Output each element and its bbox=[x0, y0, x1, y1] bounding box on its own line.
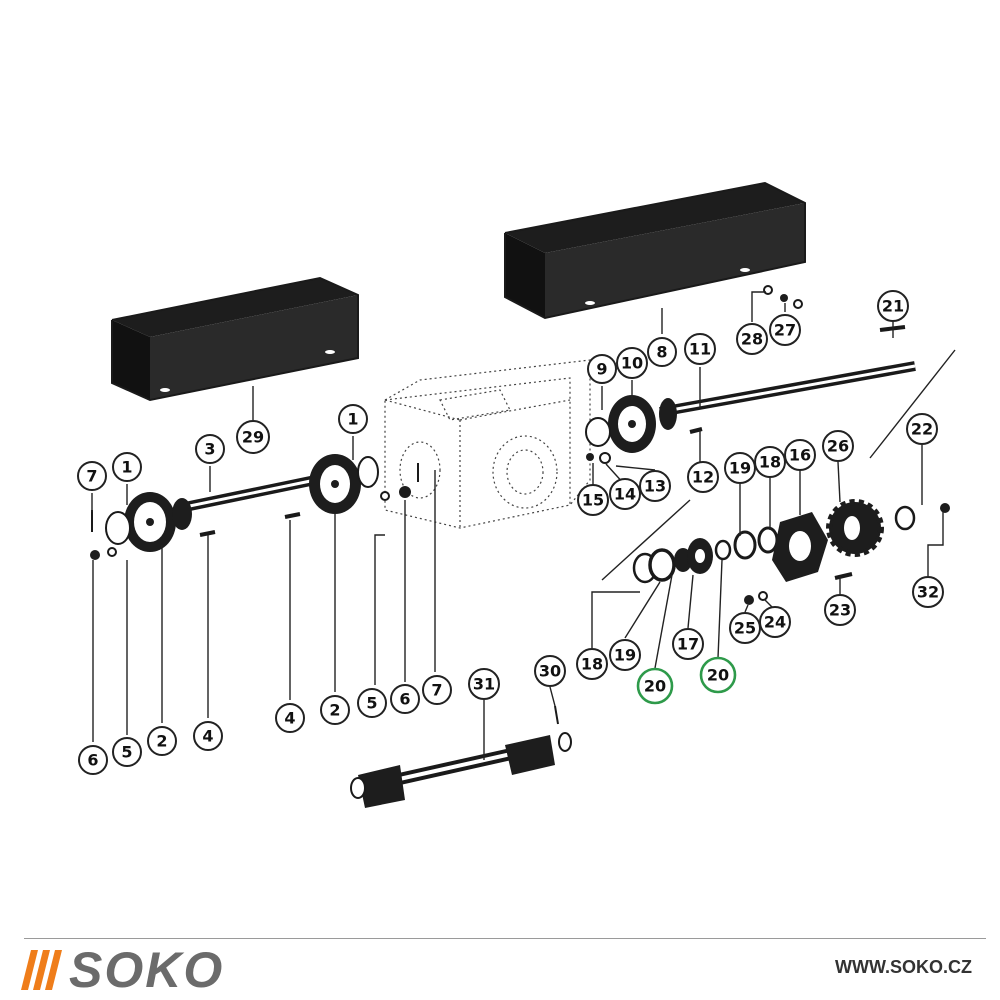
callout-32: 32 bbox=[912, 576, 944, 608]
callout-14: 14 bbox=[609, 478, 641, 510]
callout-23: 23 bbox=[824, 594, 856, 626]
callout-5: 5 bbox=[357, 688, 387, 718]
gearbox-phantom bbox=[384, 359, 591, 529]
svg-text:24: 24 bbox=[764, 613, 786, 632]
callout-6: 6 bbox=[390, 684, 420, 714]
website-url[interactable]: WWW.SOKO.CZ bbox=[835, 957, 972, 977]
callout-9: 9 bbox=[587, 354, 617, 384]
svg-text:15: 15 bbox=[582, 491, 604, 510]
svg-text:20: 20 bbox=[707, 666, 729, 685]
svg-text:1: 1 bbox=[347, 410, 358, 429]
callout-26: 26 bbox=[822, 430, 854, 462]
brand-name: SOKO bbox=[69, 942, 225, 998]
svg-text:32: 32 bbox=[917, 583, 939, 602]
callout-20-highlighted: 20 bbox=[636, 667, 674, 705]
svg-text:5: 5 bbox=[366, 694, 377, 713]
svg-text:21: 21 bbox=[882, 297, 904, 316]
callout-5: 5 bbox=[112, 737, 142, 767]
svg-text:13: 13 bbox=[644, 477, 666, 496]
bearing-stack bbox=[632, 512, 853, 605]
callout-4: 4 bbox=[193, 721, 223, 751]
callout-12: 12 bbox=[687, 461, 719, 493]
callout-31: 31 bbox=[468, 668, 500, 700]
callout-16: 16 bbox=[784, 439, 816, 471]
callout-3: 3 bbox=[195, 434, 225, 464]
svg-text:14: 14 bbox=[614, 485, 636, 504]
svg-text:19: 19 bbox=[614, 646, 636, 665]
cover-plate-left bbox=[111, 276, 359, 402]
callout-15: 15 bbox=[577, 484, 609, 516]
callout-10: 10 bbox=[616, 347, 648, 379]
svg-text:1: 1 bbox=[121, 458, 132, 477]
svg-text:11: 11 bbox=[689, 340, 711, 359]
callout-2: 2 bbox=[320, 695, 350, 725]
svg-text:29: 29 bbox=[242, 428, 264, 447]
svg-text:12: 12 bbox=[692, 468, 714, 487]
callout-17: 17 bbox=[672, 628, 704, 660]
callout-21: 21 bbox=[877, 290, 909, 322]
soko-logo: SOKO bbox=[21, 942, 225, 998]
footer-divider bbox=[24, 938, 986, 939]
cardan-shaft bbox=[350, 705, 572, 808]
callout-2: 2 bbox=[147, 726, 177, 756]
svg-text:22: 22 bbox=[911, 420, 933, 439]
left-shaft-assembly bbox=[90, 454, 419, 560]
svg-text:6: 6 bbox=[87, 751, 98, 770]
svg-text:4: 4 bbox=[284, 709, 295, 728]
svg-text:25: 25 bbox=[734, 619, 756, 638]
callout-30: 30 bbox=[534, 655, 566, 687]
callout-11: 11 bbox=[684, 333, 716, 365]
callout-28: 28 bbox=[736, 323, 768, 355]
sprocket bbox=[826, 499, 950, 557]
svg-text:5: 5 bbox=[121, 743, 132, 762]
callout-8: 8 bbox=[647, 337, 677, 367]
svg-text:30: 30 bbox=[539, 662, 561, 681]
callout-18: 18 bbox=[754, 446, 786, 478]
callout-19: 19 bbox=[724, 452, 756, 484]
svg-text:4: 4 bbox=[202, 727, 213, 746]
svg-text:9: 9 bbox=[596, 360, 607, 379]
callout-27: 27 bbox=[769, 314, 801, 346]
svg-text:16: 16 bbox=[789, 446, 811, 465]
svg-text:2: 2 bbox=[156, 732, 167, 751]
svg-text:8: 8 bbox=[656, 343, 667, 362]
svg-text:28: 28 bbox=[741, 330, 763, 349]
svg-text:20: 20 bbox=[644, 677, 666, 696]
exploded-parts-diagram: 7 1 3 1 29 6 5 2 4 4 2 5 6 7 9 10 8 11 2… bbox=[77, 181, 956, 808]
callout-7: 7 bbox=[422, 675, 452, 705]
callout-18: 18 bbox=[576, 648, 608, 680]
callout-1: 1 bbox=[338, 404, 368, 434]
svg-text:26: 26 bbox=[827, 437, 849, 456]
svg-text:2: 2 bbox=[329, 701, 340, 720]
leader-lines bbox=[91, 291, 944, 760]
callout-6: 6 bbox=[78, 745, 108, 775]
callout-25: 25 bbox=[729, 612, 761, 644]
callout-20-highlighted: 20 bbox=[699, 656, 737, 694]
callout-19: 19 bbox=[609, 639, 641, 671]
svg-text:19: 19 bbox=[729, 459, 751, 478]
svg-text:7: 7 bbox=[431, 681, 442, 700]
svg-text:6: 6 bbox=[399, 690, 410, 709]
svg-text:7: 7 bbox=[86, 467, 97, 486]
svg-text:18: 18 bbox=[759, 453, 781, 472]
svg-text:27: 27 bbox=[774, 321, 796, 340]
callout-7: 7 bbox=[77, 461, 107, 491]
callout-24: 24 bbox=[759, 606, 791, 638]
cover-plate-right bbox=[504, 181, 806, 320]
svg-text:18: 18 bbox=[581, 655, 603, 674]
callout-1: 1 bbox=[112, 452, 142, 482]
callout-22: 22 bbox=[906, 413, 938, 445]
logo-stripes-icon bbox=[21, 950, 62, 990]
svg-text:3: 3 bbox=[204, 440, 215, 459]
svg-text:23: 23 bbox=[829, 601, 851, 620]
svg-text:10: 10 bbox=[621, 354, 643, 373]
callout-29: 29 bbox=[236, 420, 270, 454]
right-shaft-assembly bbox=[585, 285, 956, 581]
callout-13: 13 bbox=[639, 470, 671, 502]
callout-4: 4 bbox=[275, 703, 305, 733]
svg-text:17: 17 bbox=[677, 635, 699, 654]
svg-text:31: 31 bbox=[473, 675, 495, 694]
